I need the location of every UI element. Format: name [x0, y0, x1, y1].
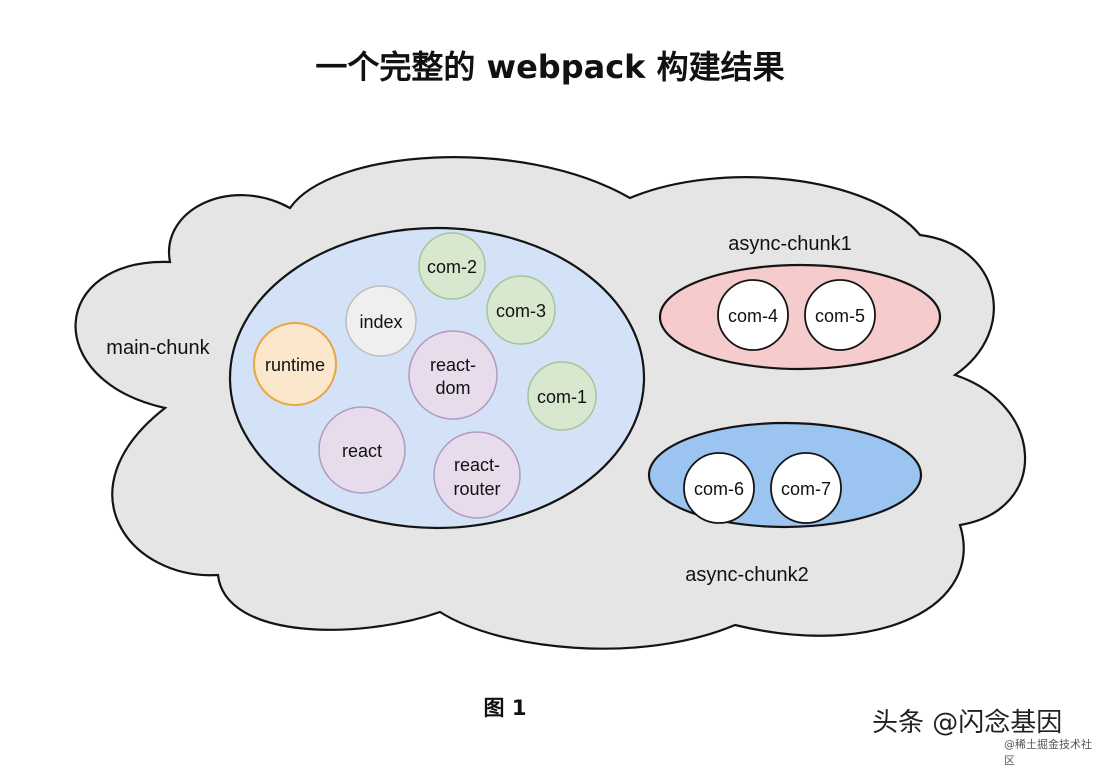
module-com-2-label: com-2	[427, 257, 477, 277]
module-com-1	[527, 361, 597, 431]
module-index-label: index	[359, 312, 402, 332]
module-react-router	[433, 431, 521, 519]
module-react-dom-label-line2: dom	[435, 378, 470, 398]
async-chunk1-label: async-chunk1	[728, 233, 851, 255]
module-com-1-label: com-1	[537, 387, 587, 407]
watermark-sub: @稀土掘金技术社区	[1004, 738, 1092, 767]
module-react-label: react	[342, 441, 382, 461]
module-com-5	[804, 279, 876, 351]
module-com-3	[486, 275, 556, 345]
module-com-5-label: com-5	[815, 306, 865, 326]
module-com-6-label: com-6	[694, 479, 744, 499]
module-runtime	[253, 322, 337, 406]
module-com-2	[418, 232, 486, 300]
module-react-dom-label-line1: react-	[430, 355, 476, 375]
async-chunk1-ellipse	[658, 263, 942, 371]
async-chunk2-label: async-chunk2	[685, 564, 808, 586]
watermark: 头条 @闪念基因	[872, 708, 1063, 738]
figure-caption: 图 1	[483, 696, 527, 720]
module-com-4	[717, 279, 789, 351]
module-react-router-label-line2: router	[453, 479, 500, 499]
module-com-7-label: com-7	[781, 479, 831, 499]
module-index	[345, 285, 417, 357]
main-chunk-label: main-chunk	[106, 337, 210, 359]
module-com-6	[683, 452, 755, 524]
module-react-dom	[408, 330, 498, 420]
module-react	[318, 406, 406, 494]
module-com-4-label: com-4	[728, 306, 778, 326]
module-com-3-label: com-3	[496, 301, 546, 321]
module-com-7	[770, 452, 842, 524]
module-react-router-label-line1: react-	[454, 455, 500, 475]
diagram-title: 一个完整的 webpack 构建结果	[315, 48, 785, 86]
module-runtime-label: runtime	[265, 355, 325, 375]
